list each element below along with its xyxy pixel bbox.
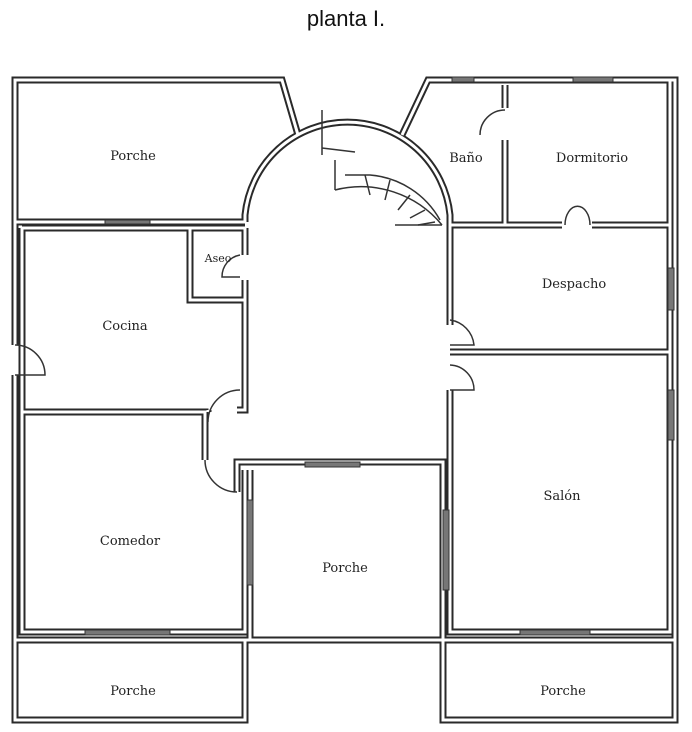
staircase bbox=[321, 110, 443, 226]
room-label-aseo: Aseo bbox=[204, 252, 232, 265]
room-label-porche-bottom-right: Porche bbox=[540, 684, 586, 699]
walls bbox=[11, 76, 679, 724]
wall bbox=[18, 228, 249, 636]
wall bbox=[20, 228, 247, 634]
wall bbox=[13, 375, 247, 722]
wall bbox=[22, 226, 247, 412]
windows bbox=[84, 76, 675, 636]
doors bbox=[14, 109, 591, 493]
wall bbox=[22, 410, 207, 460]
wall bbox=[243, 120, 452, 325]
room-label-despacho: Despacho bbox=[542, 277, 607, 292]
wall bbox=[11, 76, 302, 345]
room-label-cocina: Cocina bbox=[102, 319, 148, 334]
room-labels: Porche Baño Dormitorio Aseo Cocina Despa… bbox=[100, 149, 628, 699]
room-label-porche-center: Porche bbox=[322, 561, 368, 576]
room-label-salon: Salón bbox=[543, 489, 581, 504]
wall bbox=[235, 460, 445, 640]
plan-title: planta I. bbox=[306, 6, 386, 31]
room-label-comedor: Comedor bbox=[100, 534, 161, 549]
wall bbox=[188, 228, 245, 302]
wall bbox=[22, 408, 209, 460]
room-label-porche-bottom-left: Porche bbox=[110, 684, 156, 699]
room-label-porche-top: Porche bbox=[110, 149, 156, 164]
room-label-dormitorio: Dormitorio bbox=[556, 151, 628, 166]
room-label-bano: Baño bbox=[449, 151, 483, 166]
wall bbox=[13, 78, 300, 345]
wall bbox=[233, 458, 447, 640]
